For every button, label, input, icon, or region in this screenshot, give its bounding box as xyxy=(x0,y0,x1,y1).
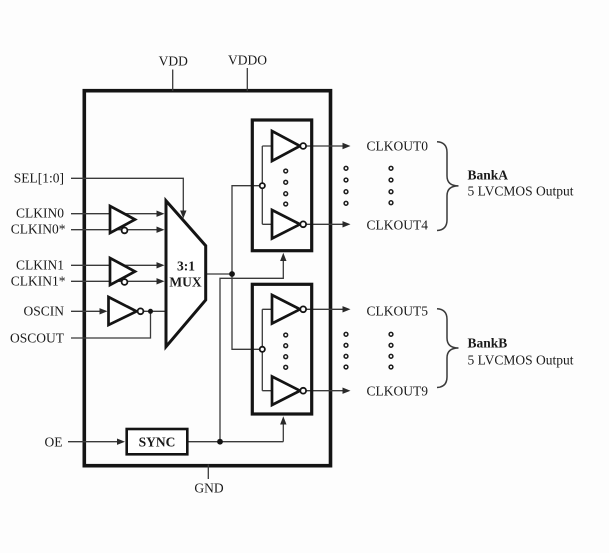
trunk-to-banka-wire xyxy=(231,185,260,274)
bankb-top-output-bubble xyxy=(299,305,308,314)
bankb-input-node xyxy=(258,345,266,353)
arrowheads xyxy=(99,142,351,445)
mux-ratio-label: 3:1 xyxy=(177,257,195,273)
chip-boundary-box xyxy=(82,88,333,468)
banka-top-buffer-triangle xyxy=(270,128,303,164)
bankb-box xyxy=(250,282,314,416)
sync-to-banka-wire xyxy=(219,261,284,442)
oscin-buffer-triangle xyxy=(107,294,140,328)
bankb-bottom-output-bubble xyxy=(299,386,308,395)
clkin1n-bubble xyxy=(120,278,129,286)
bankb-name-label: BankB xyxy=(467,335,508,351)
mux-word-label: MUX xyxy=(169,273,202,289)
bankb-desc-label: 5 LVCMOS Output xyxy=(467,351,574,367)
clkin0-buffer-triangle xyxy=(108,203,138,236)
oe-pin-label: OE xyxy=(44,433,63,449)
input-wires xyxy=(68,177,184,443)
clkin1-pin-label: CLKIN1 xyxy=(16,257,64,273)
banka-enable-arrow xyxy=(280,252,287,261)
bankb-top-buffer-triangle xyxy=(270,292,303,326)
mux-out-node-dot xyxy=(229,271,235,277)
mux-shape xyxy=(164,196,208,351)
sync-net xyxy=(187,261,284,443)
clkin0n-pin-label: CLKIN0* xyxy=(10,221,66,237)
bank-braces xyxy=(436,140,459,389)
sync-box xyxy=(125,427,189,456)
vdd-pin-label: VDD xyxy=(158,53,188,69)
trunk-to-bankb-wire xyxy=(231,274,260,350)
banka-bottom-output-bubble xyxy=(299,220,308,229)
clkin1-arrow xyxy=(156,262,165,269)
sel-arrow xyxy=(180,210,187,219)
oscout-wire xyxy=(71,311,152,339)
sel-wire xyxy=(71,177,184,211)
banka-top-output-bubble xyxy=(299,142,308,150)
clkin1n-pin-label: CLKIN1* xyxy=(10,273,66,289)
clkin0-pin-label: CLKIN0 xyxy=(16,205,64,221)
oe-arrow xyxy=(117,438,125,445)
input-buffers xyxy=(107,203,140,328)
ellipsis-dots xyxy=(283,165,394,370)
bankb-enable-arrow xyxy=(280,416,287,425)
bankb-bottom-buffer-triangle xyxy=(270,374,303,408)
banka-input-node xyxy=(258,182,266,190)
output-buffers xyxy=(270,128,303,408)
clkin1-buffer-triangle xyxy=(108,255,138,288)
clkin0n-arrow xyxy=(156,226,165,233)
clkout4-pin-label: CLKOUT4 xyxy=(366,217,429,233)
oscout-pin-label: OSCOUT xyxy=(9,330,64,346)
banka-box xyxy=(250,118,314,253)
clkout0-arrow xyxy=(342,142,351,150)
gnd-pin-label: GND xyxy=(194,480,224,496)
clkin0-arrow xyxy=(156,210,165,217)
sync-node-dot xyxy=(217,438,223,445)
banka-desc-label: 5 LVCMOS Output xyxy=(467,183,574,199)
sync-block-label: SYNC xyxy=(138,433,176,449)
oscin-arrow xyxy=(99,308,108,315)
mux-output-net xyxy=(205,185,260,350)
bankb-brace xyxy=(436,307,459,389)
banka-name-label: BankA xyxy=(467,166,509,182)
clkout9-arrow xyxy=(342,387,351,394)
banka-brace xyxy=(436,140,459,232)
clkin1n-arrow xyxy=(156,278,165,285)
clkout9-pin-label: CLKOUT9 xyxy=(366,383,429,399)
clkout5-pin-label: CLKOUT5 xyxy=(366,303,429,319)
osc-node-dot xyxy=(148,308,153,314)
clkout5-arrow xyxy=(342,306,351,313)
junction-dots xyxy=(148,271,235,445)
clkout4-arrow xyxy=(342,221,351,228)
power-stubs xyxy=(172,68,248,479)
clkin0n-bubble xyxy=(120,226,129,235)
oscbuf-output-bubble xyxy=(136,307,145,316)
buffer-bubbles xyxy=(120,142,308,395)
node-rings xyxy=(258,182,266,353)
banka-bottom-buffer-triangle xyxy=(270,207,303,241)
oscin-pin-label: OSCIN xyxy=(23,303,64,319)
vddo-pin-label: VDDO xyxy=(228,51,267,67)
sel-pin-label: SEL[1:0] xyxy=(13,170,64,186)
clkout0-pin-label: CLKOUT0 xyxy=(366,138,429,154)
